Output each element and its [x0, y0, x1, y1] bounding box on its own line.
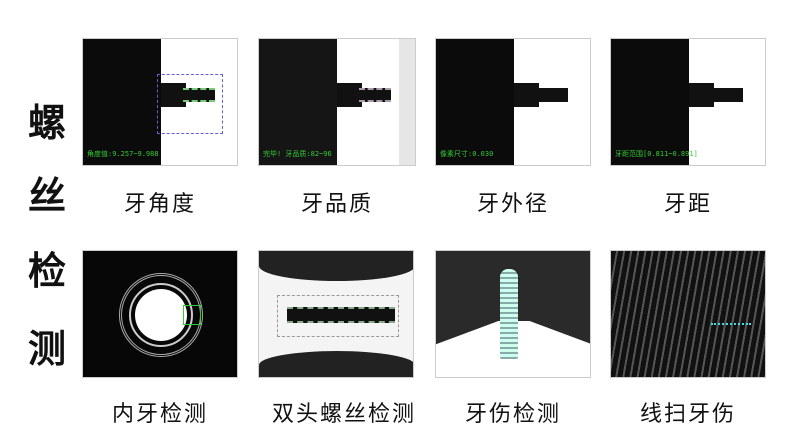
overlay-text: 完毕! 牙品质:82~96	[263, 150, 332, 158]
title-char: 螺	[28, 101, 67, 145]
thread-quality-image: 完毕! 牙品质:82~96	[258, 38, 416, 166]
outer-diameter-image: 像素尺寸:0.030	[435, 38, 591, 166]
title-char: 检	[28, 249, 67, 293]
label-inner-thread: 内牙检测	[111, 402, 208, 427]
overlay-text: 牙距范围[0.811~0.891]	[615, 150, 698, 158]
thread-angle-image: 角度值:9.257~9.988	[82, 38, 238, 166]
overlay-text: 像素尺寸:0.030	[440, 150, 494, 158]
double-end-screw-image	[258, 250, 414, 378]
label-thread-quality: 牙品质	[300, 192, 373, 217]
label-line-scan-damage: 线扫牙伤	[639, 402, 736, 427]
title-char: 丝	[28, 174, 67, 218]
thread-pitch-image: 牙距范围[0.811~0.891]	[610, 38, 766, 166]
inner-thread-image	[82, 250, 238, 378]
label-double-end-screw: 双头螺丝检测	[271, 402, 416, 427]
label-outer-diameter: 牙外径	[476, 192, 549, 217]
thread-damage-image	[435, 250, 591, 378]
title-char: 测	[28, 327, 67, 371]
label-thread-angle: 牙角度	[123, 192, 196, 217]
label-thread-damage: 牙伤检测	[464, 402, 561, 427]
line-scan-damage-image	[610, 250, 766, 378]
label-thread-pitch: 牙距	[663, 192, 712, 217]
overlay-text: 角度值:9.257~9.988	[87, 150, 159, 158]
